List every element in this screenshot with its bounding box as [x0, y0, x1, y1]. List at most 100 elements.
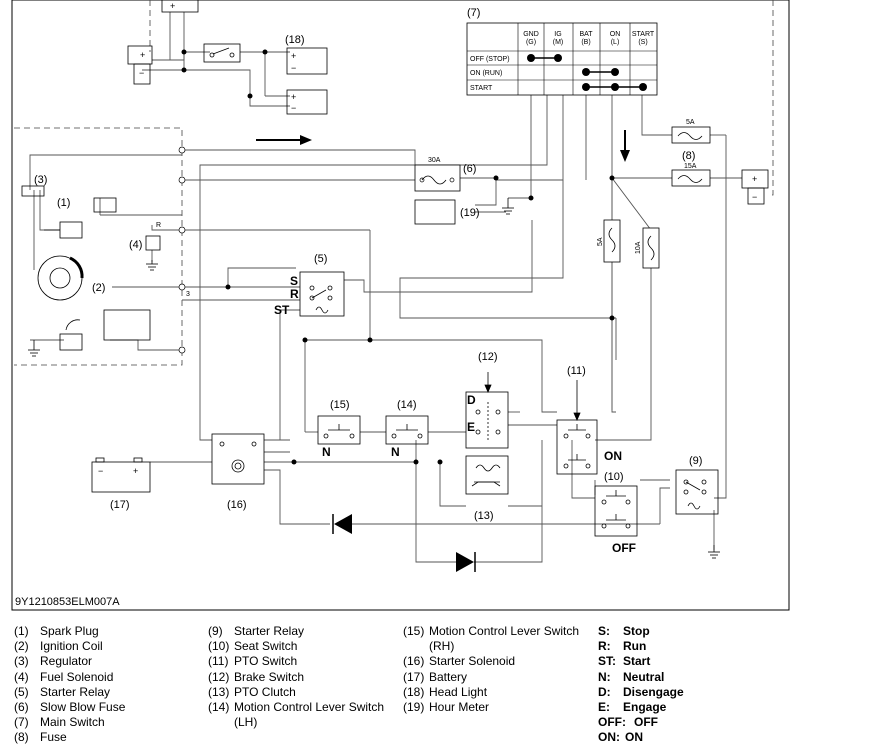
legend-item: (8)Fuse	[14, 730, 125, 745]
abbr-value: Start	[623, 654, 651, 669]
legend-item: (10)Seat Switch	[208, 639, 384, 654]
legend-label: Motion Control Lever Switch	[234, 700, 385, 715]
head-light-1-minus: −	[291, 63, 296, 73]
abbr-value: Run	[623, 639, 647, 654]
legend-num: (13)	[208, 684, 230, 699]
brake-terminal-e: E	[467, 420, 475, 434]
legend-label: Starter Solenoid	[429, 654, 516, 669]
legend-label: Brake Switch	[234, 669, 305, 684]
head-light-1-plus: +	[291, 51, 296, 61]
legend-item: (12)Brake Switch	[208, 670, 384, 685]
legend-num: (8)	[14, 730, 29, 745]
fuse-5a-top	[671, 126, 711, 144]
switch-col-line: (L)	[611, 39, 620, 46]
legend-num: (4)	[14, 669, 29, 684]
abbr-item: E:Engage	[598, 700, 684, 715]
external-battery-base	[747, 187, 765, 205]
abbr-item: ST:Start	[598, 654, 684, 669]
spark-plug-upper	[44, 221, 83, 239]
regulator-3	[21, 185, 45, 197]
abbr-key: D:	[598, 684, 611, 699]
abbr-key: R:	[598, 639, 611, 654]
pto-switch-11	[556, 380, 598, 475]
ignition-coil-2	[37, 255, 84, 301]
legend-item: (17)Battery	[403, 670, 579, 685]
switch-col-line: GND	[523, 31, 539, 38]
ref-19: (19)	[460, 207, 480, 219]
switch-col-start: START(S)	[632, 31, 655, 46]
diode-icon	[332, 514, 352, 534]
pto-switch-state-on: ON	[604, 449, 622, 463]
abbr-item: R: Run	[598, 639, 684, 654]
fuse-10a-vertical-rating: 10A	[635, 241, 642, 254]
switch-col-line: BAT	[579, 31, 593, 38]
switch-14-state: N	[391, 445, 400, 459]
legend-num: (3)	[14, 654, 29, 669]
switch-col-line: IG	[554, 31, 561, 38]
abbr-key: N:	[598, 669, 611, 684]
legend-item: (2)Ignition Coil	[14, 639, 125, 654]
terminal-3: 3	[186, 291, 190, 298]
ref-4: (4)	[129, 239, 142, 251]
legend-label: Starter Relay	[40, 684, 111, 699]
legend-item: (3) Regulator	[14, 654, 125, 669]
arrow-right-icon	[256, 135, 312, 145]
fuel-solenoid-wire-r: R	[156, 222, 161, 229]
ref-2: (2)	[92, 282, 105, 294]
slow-blow-fuse-rating: 30A	[428, 157, 441, 164]
legend-column-3: (15)Motion Control Lever Switch (RH) (16…	[403, 624, 579, 715]
legend-num: (14)	[208, 700, 230, 715]
legend-label: Motion Control Lever Switch	[429, 624, 580, 638]
legend-num: (5)	[14, 684, 29, 699]
external-battery-minus: −	[752, 192, 757, 202]
head-light-2-plus: +	[291, 92, 296, 102]
seat-switch-10	[594, 485, 638, 537]
ref-13: (13)	[474, 510, 494, 522]
starter-relay-5	[299, 271, 345, 317]
legend-num: (6)	[14, 700, 29, 715]
starter-relay-9	[675, 469, 719, 515]
brake-switch-12	[465, 372, 509, 449]
pto-clutch-13	[465, 455, 509, 495]
legend-label: Seat Switch	[234, 639, 298, 654]
fuse-10a-vertical	[642, 227, 660, 269]
capacitor-box	[93, 197, 117, 213]
arrow-down-icon	[620, 130, 630, 162]
abbr-value: Disengage	[623, 684, 684, 699]
legend-item: (14) Motion Control Lever Switch	[208, 700, 384, 715]
legend-column-2: (9)Starter Relay (10)Seat Switch (11)PTO…	[208, 624, 384, 730]
fuse-5a-vertical	[603, 219, 621, 263]
legend-item: (19)Hour Meter	[403, 700, 579, 715]
abbr-value: Neutral	[623, 669, 665, 684]
abbr-value: ON	[625, 730, 643, 745]
ref-1: (1)	[57, 197, 70, 209]
switch-col-line: (B)	[581, 39, 590, 46]
abbr-item: D: Disengage	[598, 685, 684, 700]
seat-switch-state-off: OFF	[612, 541, 636, 555]
ref-11: (11)	[567, 365, 586, 377]
legend-label: Hour Meter	[429, 700, 490, 715]
ref-17: (17)	[110, 499, 130, 511]
switch-row-start: START	[470, 85, 493, 92]
legend-num: (9)	[208, 624, 223, 638]
switch-row-off: OFF (STOP)	[470, 56, 510, 63]
abbr-key: ON:	[598, 730, 620, 745]
abbr-key: E:	[598, 700, 610, 715]
wires	[29, 12, 742, 563]
engine-boundary	[14, 0, 774, 366]
motion-control-switch-rh-15	[317, 415, 361, 445]
legend-num: (17)	[403, 669, 425, 684]
battery-plus: +	[133, 466, 138, 476]
slow-blow-fuse	[414, 164, 461, 192]
legend-item: (11)PTO Switch	[208, 654, 384, 669]
legend-label: PTO Clutch	[234, 684, 296, 699]
ref-6: (6)	[463, 163, 476, 175]
head-light-1	[286, 47, 328, 75]
legend-num: (18)	[403, 684, 425, 699]
abbr-item: S:Stop	[598, 624, 684, 639]
battery-minus: −	[98, 466, 103, 476]
ref-9: (9)	[689, 455, 702, 467]
legend-label: Regulator	[40, 654, 93, 669]
external-battery-plus: +	[752, 174, 757, 184]
ground-icon	[708, 545, 720, 559]
